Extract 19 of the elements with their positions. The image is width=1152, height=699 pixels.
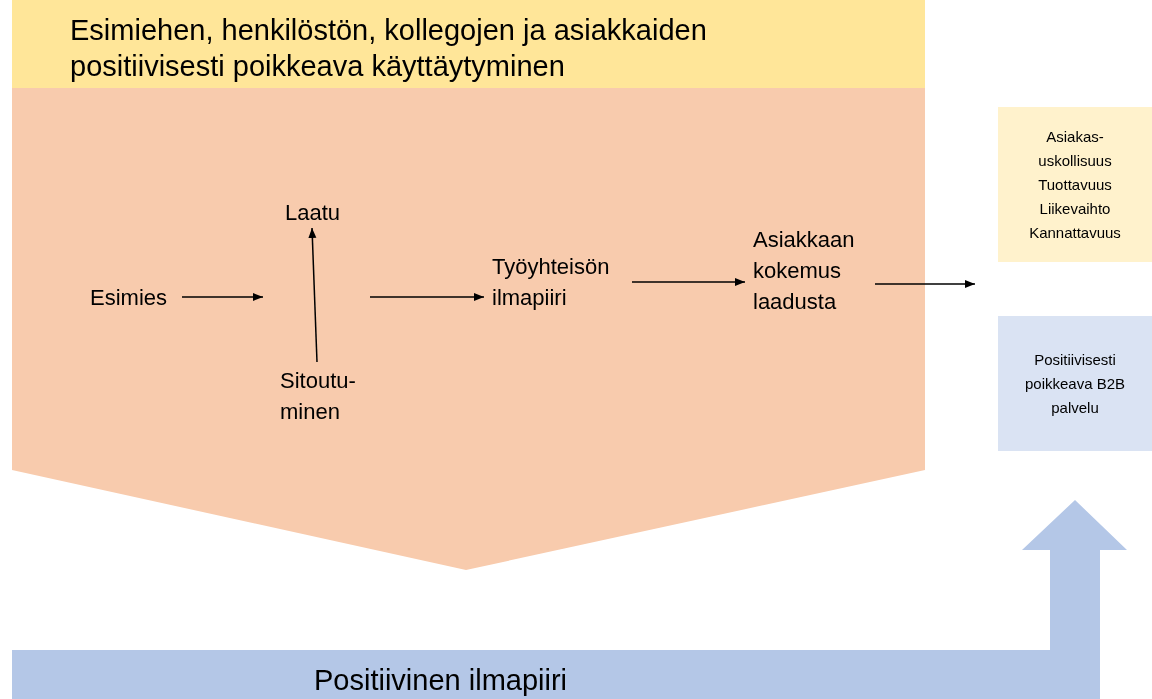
info-box xyxy=(998,316,1152,451)
arrow xyxy=(631,278,746,286)
node-label: Esimies xyxy=(82,280,182,314)
box-text: Liikevaihto xyxy=(1038,198,1112,219)
arrow xyxy=(181,293,264,301)
node-label: Työyhteisön ilmapiiri xyxy=(484,250,632,314)
box-text: Kannattavuus xyxy=(1028,222,1122,243)
box-text: Asiakas- uskollisuus xyxy=(1037,126,1113,171)
box-text: Positiivisesti poikkeava B2B palvelu xyxy=(1023,349,1127,418)
node-label: Asiakkaan kokemus laadusta xyxy=(745,222,875,318)
banner-heading: Esimiehen, henkilöstön, kollegojen ja asiakkaiden positiivisesti poikkeava käyttäytyminen xyxy=(70,13,708,84)
arrow xyxy=(874,280,976,288)
box-text: Tuottavuus xyxy=(1037,174,1113,195)
node-label: Laatu xyxy=(277,196,347,228)
arrow-label: Positiivinen ilmapiiri xyxy=(314,663,568,697)
info-box xyxy=(998,107,1152,262)
node-label: Sitoutu- minen xyxy=(272,362,362,430)
arrow xyxy=(308,227,318,363)
arrow xyxy=(369,293,485,301)
